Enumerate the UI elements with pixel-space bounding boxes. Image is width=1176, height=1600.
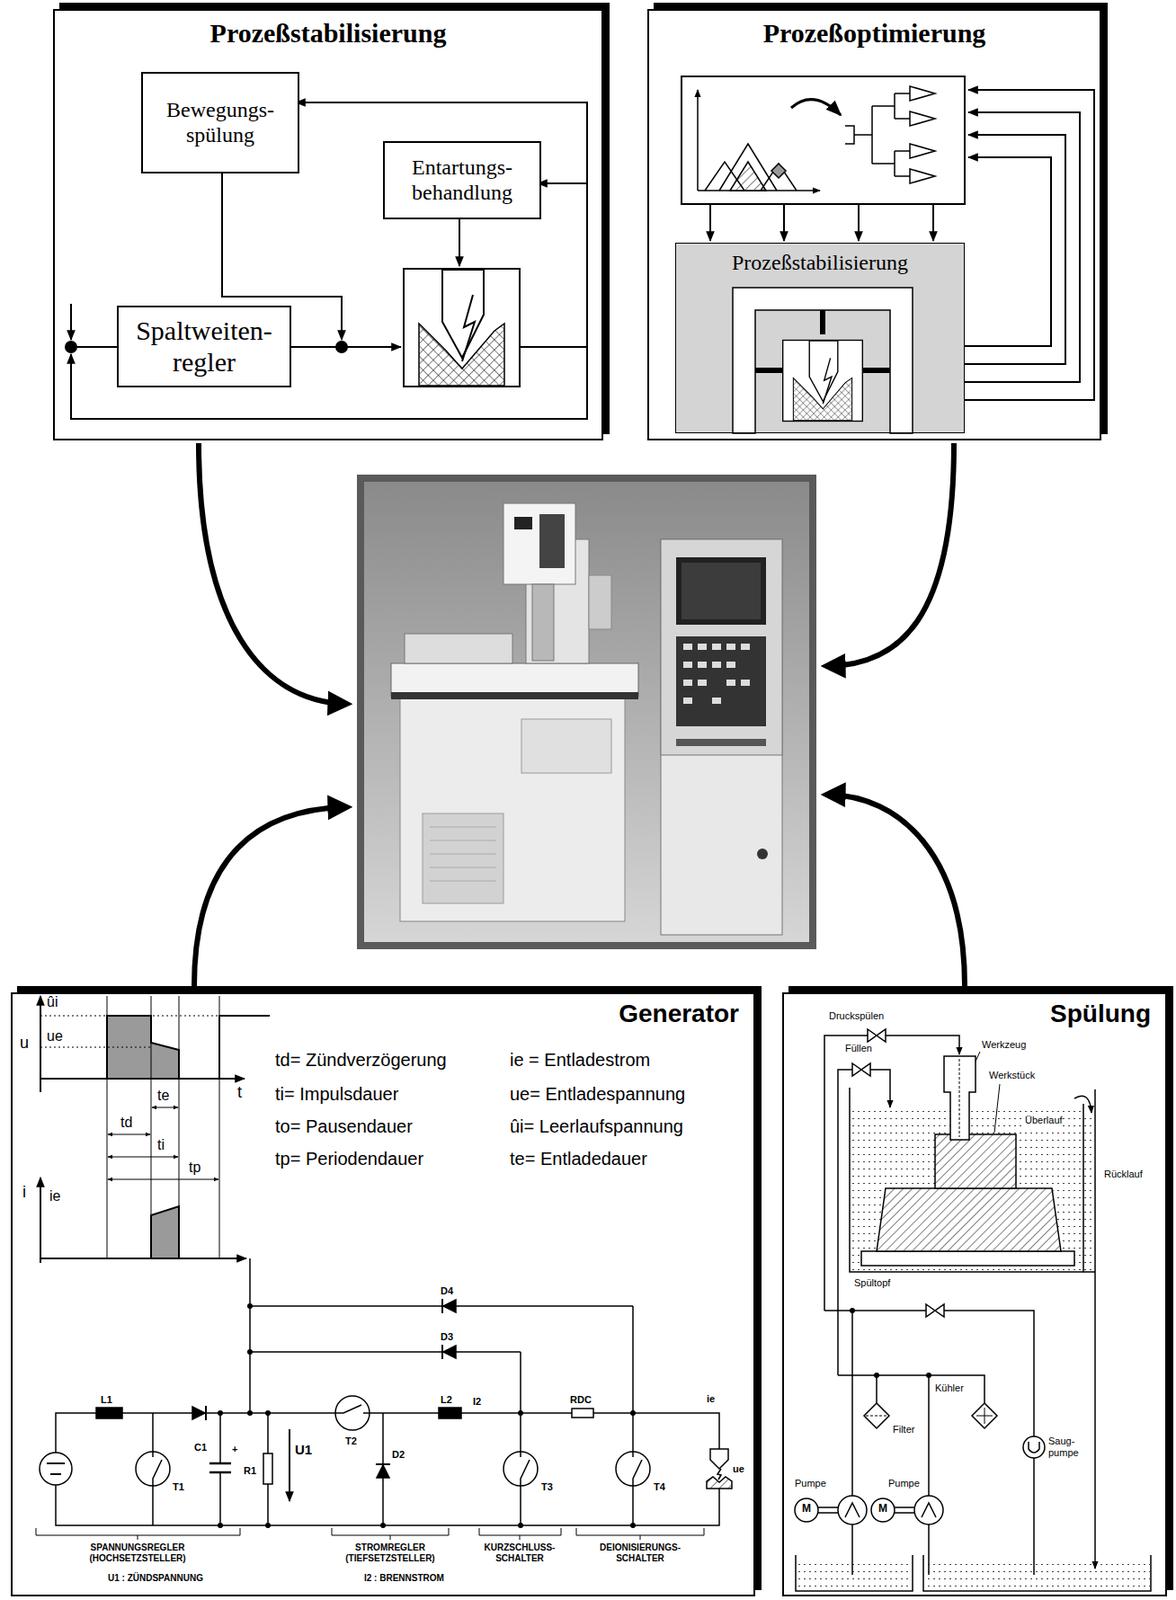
panel-title: Prozeßstabilisierung xyxy=(54,17,602,49)
stabilisation-band: Prozeßstabilisierung xyxy=(675,242,965,434)
definition: ie = Entladestrom xyxy=(509,1050,651,1071)
optimisation-figure xyxy=(675,76,1095,434)
function-box: Entartungs- behandlung xyxy=(383,141,542,220)
time-label: tp xyxy=(188,1159,201,1176)
pulse-diagram xyxy=(40,996,270,1264)
component-label: T4 xyxy=(653,1481,666,1494)
component-label: T3 xyxy=(541,1481,553,1494)
definition: te= Entladedauer xyxy=(509,1149,648,1170)
part-label: Überlauf xyxy=(1024,1114,1063,1127)
level-label: ûi xyxy=(46,994,58,1011)
signal-label: ue xyxy=(732,1463,745,1476)
machine-photo xyxy=(356,474,817,950)
motor-symbol: M xyxy=(876,1503,890,1516)
time-label: te xyxy=(157,1087,170,1105)
definition: ti= Impulsdauer xyxy=(275,1084,399,1105)
part-label: Pumpe xyxy=(794,1478,827,1490)
part-label: Pumpe xyxy=(888,1478,920,1490)
definition: to= Pausendauer xyxy=(275,1116,413,1138)
bracket-label: SPANNUNGSREGLER (HOCHSETZSTELLER) xyxy=(70,1542,205,1565)
time-label: td xyxy=(120,1114,133,1132)
box-text: Entartungs- behandlung xyxy=(388,155,536,205)
definition: ue= Entladespannung xyxy=(509,1084,686,1105)
component-label: D2 xyxy=(392,1449,405,1462)
part-label: Werkstück xyxy=(988,1069,1035,1082)
component-label: C1 xyxy=(194,1442,207,1454)
component-label: L2 xyxy=(440,1394,453,1407)
box-text: Bewegungs- spülung xyxy=(146,98,294,148)
part-label: Rücklauf xyxy=(1104,1168,1143,1181)
note: I2 : BRENNSTROM xyxy=(364,1573,445,1585)
flushing-schematic xyxy=(794,1029,1151,1592)
part-label: Werkzeug xyxy=(981,1039,1026,1052)
axis-label: t xyxy=(237,1083,242,1103)
time-label: ti xyxy=(157,1137,165,1154)
bracket-label: DEIONISIERUNGS- SCHALTER xyxy=(590,1542,690,1565)
voltage-label: U1 xyxy=(294,1442,312,1458)
function-box: Bewegungs- spülung xyxy=(141,71,300,174)
panel: ProzeßoptimierungProzeßstabilisierung xyxy=(647,8,1102,441)
component-label: D3 xyxy=(440,1331,454,1344)
panel: Spülung xyxy=(782,992,1168,1597)
generator-circuit xyxy=(35,1258,732,1541)
part-label: Saug- pumpe xyxy=(1048,1435,1087,1459)
component-label: R1 xyxy=(243,1465,257,1478)
definition: tp= Periodendauer xyxy=(275,1149,424,1170)
component-label: + xyxy=(231,1443,238,1456)
motor-symbol: M xyxy=(800,1503,813,1516)
box-text: Spaltweiten- regler xyxy=(122,315,286,378)
component-label: T1 xyxy=(172,1481,185,1494)
level-label: ie xyxy=(49,1188,61,1205)
bracket-label: KURZSCHLUSS- SCHALTER xyxy=(478,1542,562,1565)
part-label: Füllen xyxy=(845,1042,873,1055)
signal-label: I2 xyxy=(472,1396,482,1408)
component-label: D4 xyxy=(440,1285,454,1298)
process-symbol xyxy=(403,268,520,387)
part-label: Spültopf xyxy=(854,1277,891,1290)
panel: Generator xyxy=(10,992,756,1597)
panel-title: Prozeßstabilisierung xyxy=(676,250,964,276)
definition: ûi= Leerlaufspannung xyxy=(509,1116,684,1138)
panel: ProzeßstabilisierungBewegungs- spülungEn… xyxy=(53,8,604,441)
controller-box: Spaltweiten- regler xyxy=(116,305,292,388)
signal-label: ie xyxy=(706,1393,715,1406)
panel-title: Prozeßoptimierung xyxy=(649,17,1100,49)
definition: td= Zündverzögerung xyxy=(275,1050,447,1071)
panel-title: Spülung xyxy=(1050,999,1151,1029)
note: U1 : ZÜNDSPANNUNG xyxy=(107,1573,204,1585)
component-label: L1 xyxy=(100,1394,113,1407)
panel-frames xyxy=(10,2,1174,1597)
part-label: Druckspülen xyxy=(828,1010,884,1023)
part-label: Filter xyxy=(892,1424,915,1436)
part-label: Kühler xyxy=(935,1382,964,1395)
component-label: RDC xyxy=(570,1394,592,1407)
level-label: ue xyxy=(46,1028,63,1045)
panel-title: Generator xyxy=(618,999,740,1029)
bracket-label: STROMREGLER (TIEFSETZSTELLER) xyxy=(331,1542,449,1565)
axis-label: u xyxy=(19,1033,29,1053)
link-arrows xyxy=(194,443,965,987)
component-label: T2 xyxy=(345,1435,357,1448)
axis-label: i xyxy=(22,1183,27,1203)
